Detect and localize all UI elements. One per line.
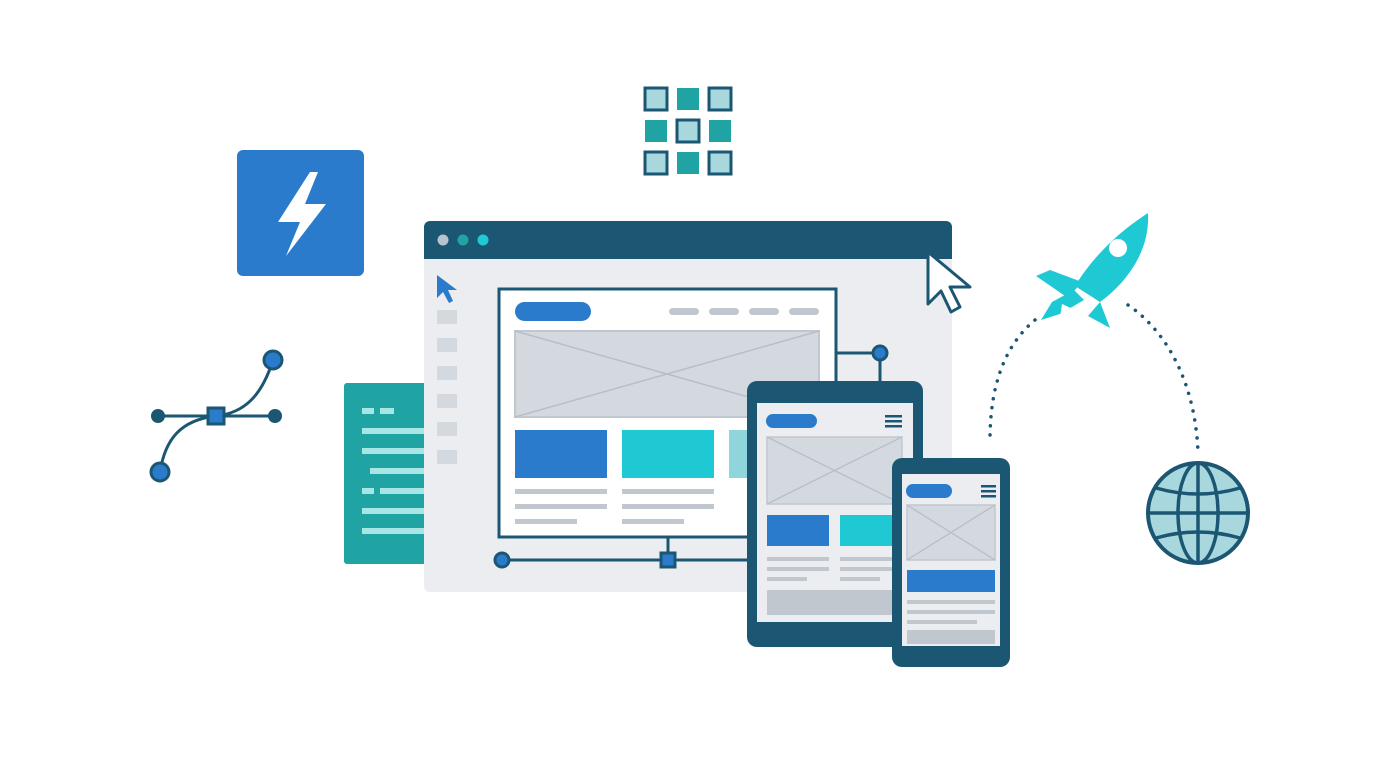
sidebar-toolbar[interactable] (437, 310, 457, 464)
code-document-icon (344, 383, 444, 564)
grid-block (677, 152, 699, 174)
grid-block (707, 86, 733, 112)
bezier-pen-tool-icon (149, 349, 284, 483)
grid-block (643, 86, 669, 112)
phone-content-cards (907, 570, 995, 592)
content-cards (515, 430, 747, 478)
launch-trajectory (988, 318, 1037, 442)
sidebar-tool-button[interactable] (437, 366, 457, 380)
navigation-bar[interactable] (669, 308, 819, 315)
nav-link[interactable] (789, 308, 819, 315)
content-card (622, 430, 714, 478)
grid-block (709, 120, 731, 142)
content-card (515, 430, 607, 478)
globe-icon (1146, 461, 1250, 565)
tablet-card (767, 515, 829, 546)
sidebar-tool-button[interactable] (437, 310, 457, 324)
sidebar-tool-button[interactable] (437, 394, 457, 408)
tablet-content-cards (767, 515, 893, 546)
lightning-bolt-icon (237, 150, 364, 276)
content-card (729, 430, 747, 478)
tablet-device (747, 381, 923, 647)
logo-pill (515, 302, 591, 321)
nav-link[interactable] (709, 308, 739, 315)
sidebar-tool-button[interactable] (437, 450, 457, 464)
window-controls[interactable] (437, 234, 489, 246)
nav-link[interactable] (749, 308, 779, 315)
window-control-dot[interactable] (437, 234, 449, 246)
phone-device (892, 458, 1010, 667)
phone-card (907, 570, 995, 592)
window-control-dot[interactable] (457, 234, 469, 246)
sidebar-tool-button[interactable] (437, 422, 457, 436)
hamburger-menu-icon[interactable] (885, 415, 902, 428)
tablet-card (840, 515, 893, 546)
window-control-dot[interactable] (477, 234, 489, 246)
orbit-trajectory (1126, 303, 1200, 454)
mouse-pointer-icon (926, 250, 972, 314)
select-tool-icon[interactable] (437, 275, 457, 303)
nav-link[interactable] (669, 308, 699, 315)
grid-block (677, 88, 699, 110)
phone-hamburger-menu-icon[interactable] (981, 485, 996, 498)
grid-block (707, 150, 733, 176)
rocket-icon (1036, 213, 1149, 328)
grid-block (645, 120, 667, 142)
grid-block (643, 150, 669, 176)
grid-blocks-icon (643, 86, 733, 176)
sidebar-tool-button[interactable] (437, 338, 457, 352)
grid-block (675, 118, 701, 144)
